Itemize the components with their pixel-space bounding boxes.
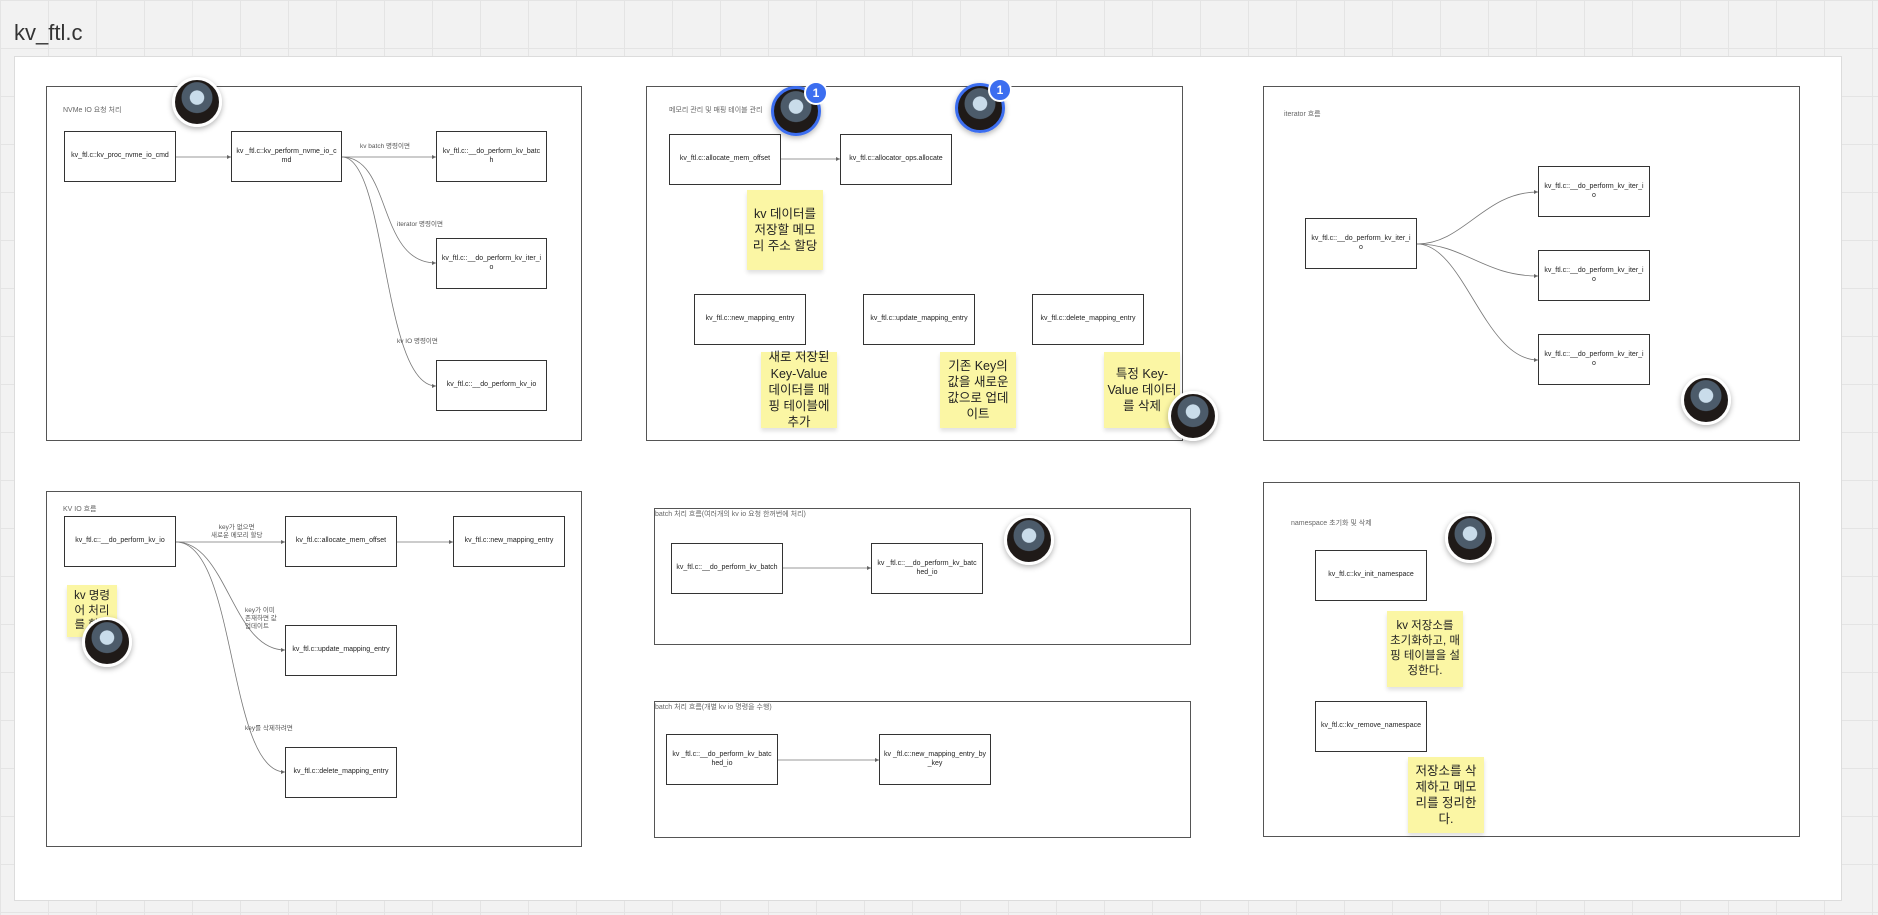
board-title: kv_ftl.c	[14, 20, 83, 45]
edge-label-io: kv IO 명령이면	[397, 338, 438, 345]
edge-label-batch: kv batch 명령이면	[360, 143, 410, 150]
frame-title: KV IO 흐름	[63, 506, 97, 513]
nvme-connectors	[176, 155, 437, 388]
frame-memory-mapping[interactable]: 메모리 관리 및 매핑 테이블 관리 kv_ftl.c::allocate_me…	[646, 86, 1183, 441]
node-iter-target-3[interactable]: kv_ftl.c::__do_perform_kv_iter_io	[1538, 334, 1650, 385]
frame-namespace[interactable]: namespace 초기화 및 삭제 kv_ftl.c::kv_init_nam…	[1263, 482, 1800, 837]
edge-label-update: key가 이미 존재하면 값 업데이트	[245, 607, 277, 630]
collaborator-avatar[interactable]	[1681, 375, 1731, 425]
node-new-mapping-entry-by-key[interactable]: kv _ftl.c::new_mapping_entry_by_key	[879, 734, 991, 785]
node-do-perform-kv-iter-io[interactable]: kv_ftl.c::__do_perform_kv_iter_io	[436, 238, 547, 289]
edge-perform-update	[175, 541, 286, 652]
collaborator-avatar-active[interactable]: 1	[771, 81, 828, 136]
node-batch-perform[interactable]: kv_ftl.c::__do_perform_kv_batch	[671, 543, 783, 594]
edge-perform-io	[341, 156, 437, 388]
frame-batch-single[interactable]: batch 처리 흐름(개별 kv io 명령을 수행) kv _ftl.c::…	[654, 701, 1191, 838]
batch2-connectors	[778, 758, 879, 762]
node-kv-init-namespace[interactable]: kv_ftl.c::kv_init_namespace	[1315, 550, 1427, 601]
node-kvio-delete-mapping-entry[interactable]: kv_ftl.c::delete_mapping_entry	[285, 747, 397, 798]
collaborator-avatar[interactable]	[82, 617, 132, 667]
batch1-connectors	[783, 566, 871, 570]
sticky-alloc-note[interactable]: kv 데이터를 저장할 메모리 주소 할당	[747, 190, 823, 270]
whiteboard-canvas[interactable]: NVMe IO 요청 처리 kv_ftl.c::kv_proc_nvme_io_…	[14, 56, 1842, 901]
node-delete-mapping-entry[interactable]: kv_ftl.c::delete_mapping_entry	[1032, 294, 1144, 345]
frame-title: namespace 초기화 및 삭제	[1291, 520, 1372, 527]
frame-title: NVMe IO 요청 처리	[63, 107, 122, 114]
node-update-mapping-entry[interactable]: kv_ftl.c::update_mapping_entry	[863, 294, 975, 345]
sticky-remove-namespace-note[interactable]: 저장소를 삭제하고 메모리를 정리한다.	[1408, 757, 1484, 833]
collaborator-avatar[interactable]	[172, 77, 222, 127]
frame-title: batch 처리 흐름(여러개의 kv io 요청 한꺼번에 처리)	[655, 511, 806, 518]
memory-connectors	[781, 157, 840, 161]
edge-label-delete: key를 삭제하려면	[245, 725, 293, 732]
node-kvio-allocate-mem-offset[interactable]: kv_ftl.c::allocate_mem_offset	[285, 516, 397, 567]
frame-kv-io[interactable]: KV IO 흐름 kv_ftl.c::__do_perform_kv_io kv…	[46, 491, 582, 847]
edge-perform-delete	[175, 541, 286, 774]
edge-label-alloc: key가 없으면 새로운 메모리 할당	[211, 524, 263, 539]
node-kvio-perform[interactable]: kv_ftl.c::__do_perform_kv_io	[64, 516, 176, 567]
frame-nvme-io[interactable]: NVMe IO 요청 처리 kv_ftl.c::kv_proc_nvme_io_…	[46, 86, 582, 441]
iterator-connectors	[1416, 190, 1539, 362]
frame-title: iterator 흐름	[1284, 111, 1321, 118]
node-batch2-batched-io[interactable]: kv _ftl.c::__do_perform_kv_batched_io	[666, 734, 778, 785]
node-iter-target-2[interactable]: kv_ftl.c::__do_perform_kv_iter_io	[1538, 250, 1650, 301]
collaborator-avatar[interactable]	[1168, 391, 1218, 441]
frame-batch-group[interactable]: batch 처리 흐름(여러개의 kv io 요청 한꺼번에 처리) kv_ft…	[654, 508, 1191, 645]
notification-badge: 1	[804, 81, 828, 105]
node-kv-remove-namespace[interactable]: kv_ftl.c::kv_remove_namespace	[1315, 701, 1427, 752]
node-do-perform-kv-io[interactable]: kv_ftl.c::__do_perform_kv_io	[436, 360, 547, 411]
edge-label-iter: iterator 명령이면	[397, 221, 443, 228]
edge-iter-t3	[1416, 243, 1539, 362]
node-allocate-mem-offset[interactable]: kv_ftl.c::allocate_mem_offset	[669, 134, 781, 185]
node-kvio-update-mapping-entry[interactable]: kv_ftl.c::update_mapping_entry	[285, 625, 397, 676]
node-kv-perform-nvme-io-cmd[interactable]: kv _ftl.c::kv_perform_nvme_io_cmd	[231, 131, 342, 182]
collaborator-avatar[interactable]	[1004, 515, 1054, 565]
frame-title: 메모리 관리 및 매핑 테이블 관리	[669, 107, 763, 114]
collaborator-avatar-active[interactable]: 1	[955, 78, 1012, 133]
edge-perform-iter	[341, 156, 437, 265]
frame-title: batch 처리 흐름(개별 kv io 명령을 수행)	[655, 704, 772, 711]
node-batch-batched-io[interactable]: kv _ftl.c::__do_perform_kv_batched_io	[871, 543, 983, 594]
node-iter-main[interactable]: kv_ftl.c::__do_perform_kv_iter_io	[1305, 218, 1417, 269]
notification-badge: 1	[988, 78, 1012, 102]
edge-iter-t2	[1416, 243, 1539, 278]
edge-iter-t1	[1416, 190, 1539, 245]
sticky-init-namespace-note[interactable]: kv 저장소를 초기화하고, 매핑 테이블을 설정한다.	[1387, 611, 1463, 687]
node-do-perform-kv-batch[interactable]: kv_ftl.c::__do_perform_kv_batch	[436, 131, 547, 182]
node-kv-proc-nvme-io-cmd[interactable]: kv_ftl.c::kv_proc_nvme_io_cmd	[64, 131, 176, 182]
sticky-update-mapping-note[interactable]: 기존 Key의 값을 새로운 값으로 업데이트	[940, 352, 1016, 428]
sticky-new-mapping-note[interactable]: 새로 저장된 Key-Value 데이터를 매핑 테이블에 추가	[761, 350, 837, 429]
kvio-connectors	[175, 540, 453, 774]
node-kvio-new-mapping-entry[interactable]: kv_ftl.c::new_mapping_entry	[453, 516, 565, 567]
node-allocator-ops-allocate[interactable]: kv_ftl.c::allocator_ops.allocate	[840, 134, 952, 185]
collaborator-avatar[interactable]	[1445, 513, 1495, 563]
node-new-mapping-entry[interactable]: kv_ftl.c::new_mapping_entry	[694, 294, 806, 345]
node-iter-target-1[interactable]: kv_ftl.c::__do_perform_kv_iter_io	[1538, 166, 1650, 217]
